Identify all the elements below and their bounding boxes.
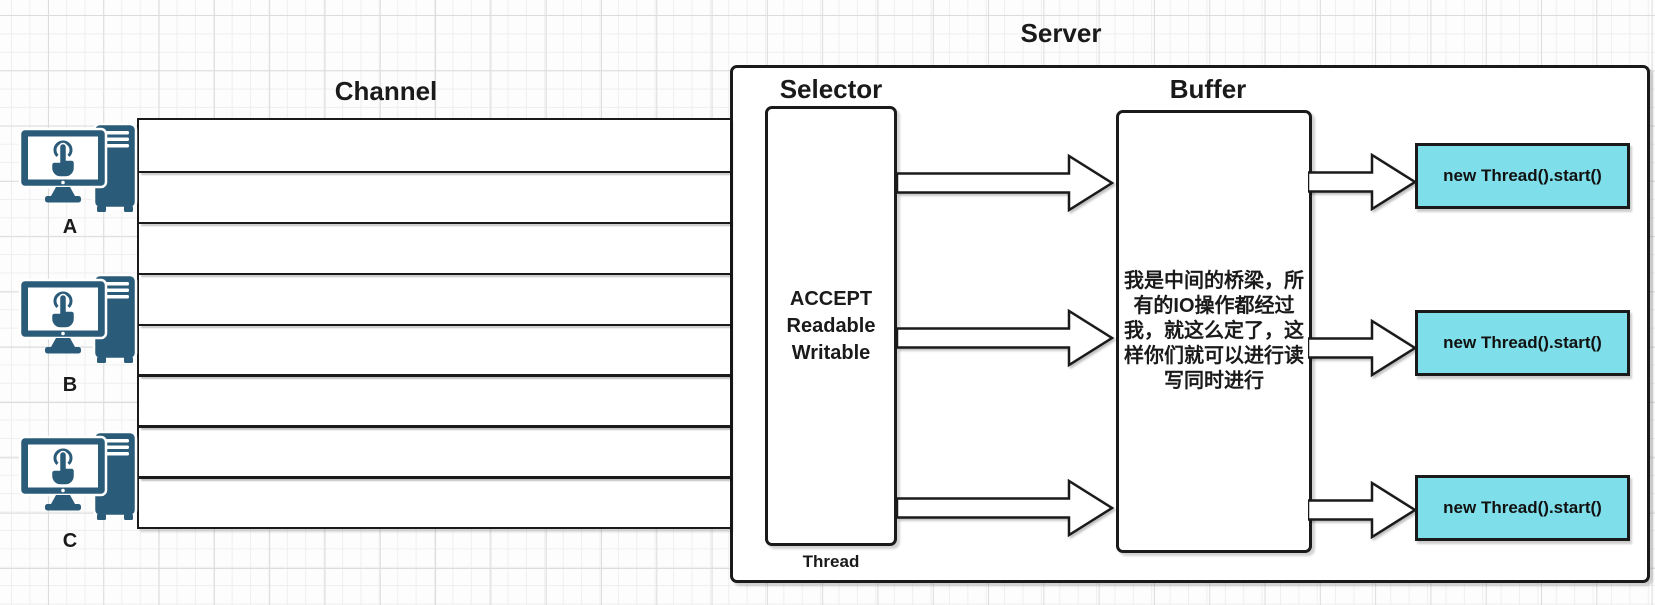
client-computer-icon-c bbox=[18, 430, 138, 520]
channel-lane-divider bbox=[139, 170, 730, 174]
client-label-c: C bbox=[62, 530, 78, 552]
thread-label: Thread bbox=[802, 552, 860, 571]
channel-title: Channel bbox=[334, 76, 438, 106]
buffer-to-thread-arrow-2 bbox=[1308, 318, 1418, 378]
thread-box-2: new Thread().start() bbox=[1415, 310, 1630, 376]
selector-line-accept: ACCEPT bbox=[789, 287, 873, 310]
selector-to-buffer-arrow-3 bbox=[897, 478, 1115, 538]
selector-line-writable: Writable bbox=[791, 341, 871, 364]
channel-lane-divider bbox=[139, 221, 730, 225]
thread-box-label: new Thread().start() bbox=[1443, 498, 1602, 517]
thread-box-label: new Thread().start() bbox=[1443, 333, 1602, 352]
tap-gesture-icon bbox=[50, 448, 76, 486]
channel-lane-divider bbox=[139, 425, 730, 428]
buffer-box: 我是中间的桥梁，所有的IO操作都经过我，就这么定了，这样你们就可以进行读写同时进… bbox=[1116, 110, 1312, 553]
channel-lane-divider bbox=[139, 476, 730, 479]
selector-line-readable: Readable bbox=[786, 314, 876, 337]
client-label-b: B bbox=[62, 374, 78, 396]
thread-box-label: new Thread().start() bbox=[1443, 166, 1602, 185]
client-computer-icon-b bbox=[18, 273, 138, 363]
thread-box-3: new Thread().start() bbox=[1415, 475, 1630, 541]
channel-box bbox=[137, 118, 730, 529]
selector-title: Selector bbox=[779, 74, 883, 104]
tap-gesture-icon bbox=[50, 140, 76, 178]
client-label-a: A bbox=[62, 216, 78, 238]
buffer-description-text: 我是中间的桥梁，所有的IO操作都经过我，就这么定了，这样你们就可以进行读写同时进… bbox=[1124, 270, 1304, 392]
buffer-title: Buffer bbox=[1169, 74, 1247, 104]
selector-box: ACCEPT Readable Writable bbox=[765, 106, 897, 546]
buffer-to-thread-arrow-1 bbox=[1308, 152, 1418, 212]
selector-to-buffer-arrow-2 bbox=[897, 308, 1115, 368]
tap-gesture-icon bbox=[50, 291, 76, 329]
channel-lane-divider bbox=[139, 272, 730, 276]
thread-box-1: new Thread().start() bbox=[1415, 143, 1630, 209]
channel-lane-divider bbox=[139, 323, 730, 326]
channel-lane-divider bbox=[139, 374, 730, 377]
buffer-to-thread-arrow-3 bbox=[1308, 480, 1418, 540]
client-computer-icon-a bbox=[18, 122, 138, 212]
selector-to-buffer-arrow-1 bbox=[897, 153, 1115, 213]
selector-events-text: ACCEPT Readable Writable bbox=[787, 286, 876, 367]
server-title: Server bbox=[1020, 18, 1102, 48]
